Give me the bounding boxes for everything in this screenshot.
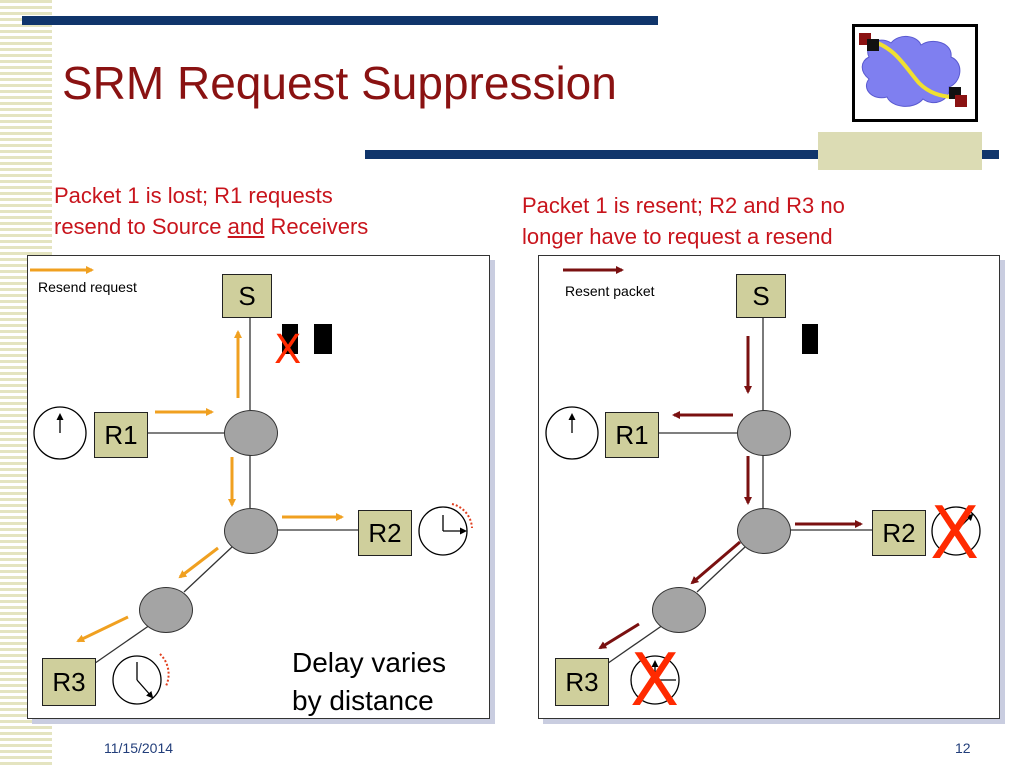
right-r3-clock-icon (630, 655, 680, 705)
right-source-node: S (736, 274, 786, 318)
right-r2-clock-icon (931, 506, 981, 556)
underlined-and: and (227, 214, 265, 239)
right-r3-node: R3 (555, 658, 609, 706)
left-diagram-panel (27, 255, 490, 719)
packet-2-icon (314, 324, 332, 354)
slide-title: SRM Request Suppression (62, 57, 617, 109)
network-logo (852, 24, 978, 122)
left-r2-node: R2 (358, 510, 412, 556)
right-r2-node: R2 (872, 510, 926, 556)
right-resent-arrows (563, 266, 863, 650)
left-router-3 (139, 587, 193, 633)
delay-note: Delay varies by distance (292, 647, 447, 716)
left-caption: Packet 1 is lost; R1 requests resend to … (54, 180, 368, 242)
right-router-2 (737, 508, 791, 554)
r2-request-cancelled-x-icon: X (930, 491, 980, 575)
r3-request-cancelled-x-icon: X (630, 638, 680, 722)
left-source-node: S (222, 274, 272, 318)
left-network-edges (87, 318, 360, 669)
right-legend-label: Resent packet (565, 283, 655, 299)
right-network-edges (600, 318, 873, 669)
arrow-to-lower-node-resent (690, 540, 741, 585)
right-caption: Packet 1 is resent; R2 and R3 no longer … (522, 190, 845, 252)
arrow-to-lower-node (178, 546, 219, 579)
right-router-1 (737, 410, 791, 456)
right-r1-clock-icon (545, 406, 599, 460)
left-legend-label: Resend request (38, 279, 137, 295)
left-caption-line2: resend to Source and Receivers (54, 214, 369, 239)
right-caption-line1: Packet 1 is resent; R2 and R3 no (522, 193, 845, 218)
slide-page-number: 12 (955, 740, 971, 756)
bottom-accent-bar (365, 150, 999, 159)
left-r3-node: R3 (42, 658, 96, 706)
r3-timer-clock-icon (112, 653, 170, 705)
slide-date: 11/15/2014 (104, 740, 174, 756)
left-r1-node: R1 (94, 412, 148, 458)
r2-timer-clock-icon (418, 503, 473, 556)
right-caption-line2: longer have to request a resend (522, 224, 833, 249)
r1-timer-clock-icon (33, 406, 87, 460)
left-caption-line1: Packet 1 is lost; R1 requests (54, 183, 333, 208)
resent-packet-icon (802, 324, 818, 354)
left-router-2 (224, 508, 278, 554)
right-diagram-panel (538, 255, 1000, 719)
right-router-3 (652, 587, 706, 633)
left-router-1 (224, 410, 278, 456)
tan-accent-block (818, 132, 982, 170)
top-accent-bar (22, 16, 658, 25)
arrow-to-r3 (76, 615, 129, 643)
packet-lost-x-icon: X (274, 327, 302, 373)
right-r1-node: R1 (605, 412, 659, 458)
lost-packet-icon (282, 324, 298, 354)
left-request-arrows (30, 266, 344, 643)
arrow-to-r3-resent (598, 622, 640, 650)
